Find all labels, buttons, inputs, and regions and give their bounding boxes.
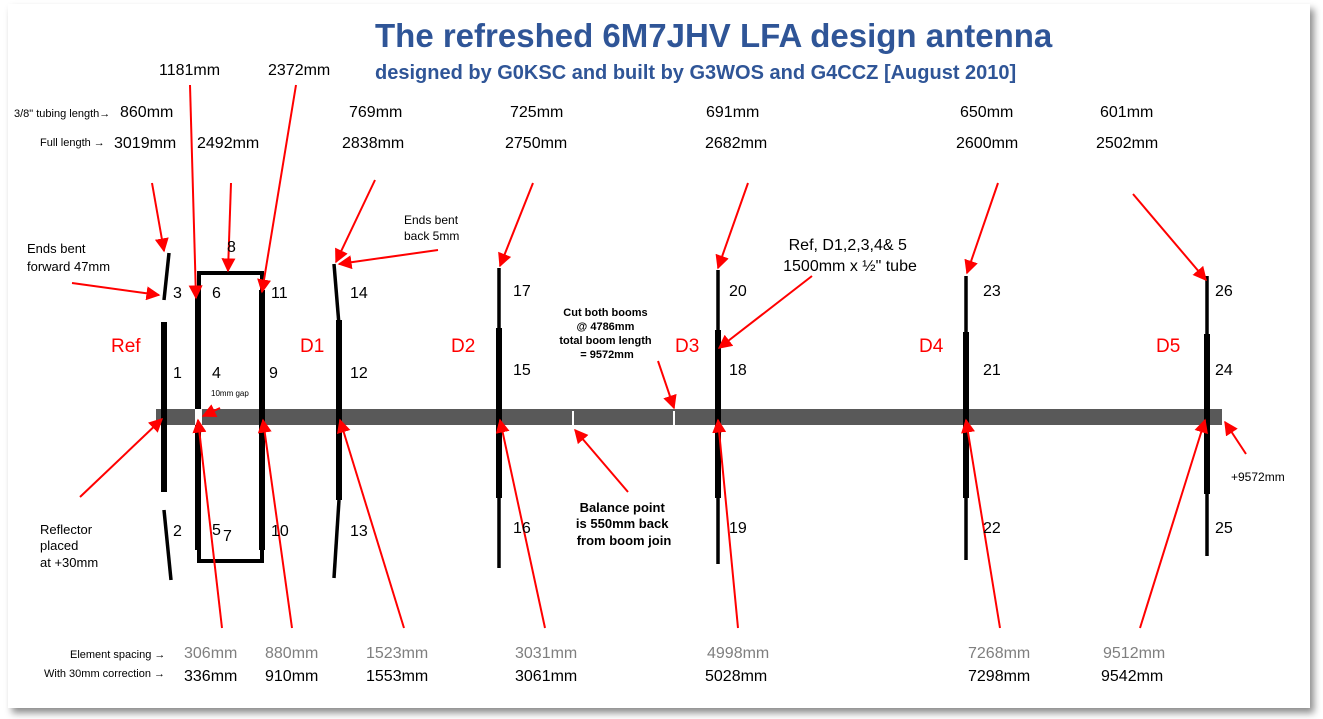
tube-note: Ref, D1,2,3,4& 5 1500mm x ½" tube bbox=[783, 237, 917, 275]
d3-full-length: 2682mm bbox=[705, 135, 767, 152]
d2-full-length: 2750mm bbox=[505, 135, 567, 152]
loop-left-corrected: 336mm bbox=[184, 668, 237, 685]
segment-number: 8 bbox=[227, 239, 236, 256]
diagram-sheet bbox=[8, 4, 1310, 708]
boom bbox=[156, 409, 1222, 425]
d3-tubing-length: 691mm bbox=[706, 104, 759, 121]
loop-left-label: 1181mm bbox=[159, 62, 220, 79]
segment-number: 17 bbox=[513, 283, 531, 300]
d5-spacing: 9512mm bbox=[1103, 645, 1165, 662]
d1-corrected: 1553mm bbox=[366, 668, 428, 685]
booms-note: Cut both booms @ 4786mm total boom lengt… bbox=[559, 307, 654, 361]
d1-label: D1 bbox=[300, 336, 324, 357]
d1-tubing-length: 769mm bbox=[349, 104, 402, 121]
d5-corrected: 9542mm bbox=[1101, 668, 1163, 685]
segment-number: 4 bbox=[212, 365, 221, 382]
segment-number: 14 bbox=[350, 285, 368, 302]
diagram-subtitle: designed by G0KSC and built by G3WOS and… bbox=[375, 62, 1016, 84]
d5-tubing-length: 601mm bbox=[1100, 104, 1153, 121]
d1-element bbox=[332, 263, 342, 579]
segment-number: 3 bbox=[173, 285, 182, 302]
ends-forward-note: Ends bent forward 47mm bbox=[27, 241, 110, 274]
corrected-row-label: With 30mm correction → bbox=[44, 668, 165, 680]
d5-full-length: 2502mm bbox=[1096, 135, 1158, 152]
feed-gap bbox=[195, 409, 202, 425]
loop-left-spacing: 306mm bbox=[184, 645, 237, 662]
d1-full-length: 2838mm bbox=[342, 135, 404, 152]
d3-spacing: 4998mm bbox=[707, 645, 769, 662]
segment-number: 13 bbox=[350, 523, 368, 540]
d1-spacing: 1523mm bbox=[366, 645, 428, 662]
segment-number: 24 bbox=[1215, 362, 1233, 379]
segment-number: 25 bbox=[1215, 520, 1233, 537]
d4-corrected: 7298mm bbox=[968, 668, 1030, 685]
ref-full-length: 3019mm bbox=[114, 135, 176, 152]
annotation-arrows bbox=[71, 84, 1247, 629]
spacing-row-label: Element spacing → bbox=[70, 649, 165, 661]
segment-number: 15 bbox=[513, 362, 531, 379]
segment-number: 6 bbox=[212, 285, 221, 302]
loop-right-spacing: 880mm bbox=[265, 645, 318, 662]
segment-number: 21 bbox=[983, 362, 1001, 379]
segment-number: 9 bbox=[269, 365, 278, 382]
d3-label: D3 bbox=[675, 336, 699, 357]
segment-number: 26 bbox=[1215, 283, 1233, 300]
gap-note: 10mm gap bbox=[211, 389, 249, 398]
tubing-row-label: 3/8" tubing length→ bbox=[14, 108, 110, 120]
d2-tubing-length: 725mm bbox=[510, 104, 563, 121]
diagram-title: The refreshed 6M7JHV LFA design antenna bbox=[375, 17, 1053, 54]
segment-number: 18 bbox=[729, 362, 747, 379]
d3-corrected: 5028mm bbox=[705, 668, 767, 685]
segment-number: 22 bbox=[983, 520, 1001, 537]
d5-label: D5 bbox=[1156, 336, 1180, 357]
segment-number: 7 bbox=[223, 528, 232, 545]
segment-number: 10 bbox=[271, 523, 289, 540]
ref-label: Ref bbox=[111, 336, 141, 357]
balance-note: Balance point is 550mm back from boom jo… bbox=[576, 500, 672, 548]
segment-number: 23 bbox=[983, 283, 1001, 300]
segment-number: 11 bbox=[271, 285, 288, 302]
ends-back-note: Ends bent back 5mm bbox=[404, 213, 461, 243]
reflector-element bbox=[161, 252, 173, 581]
boom-end-note: +9572mm bbox=[1231, 470, 1285, 484]
segment-number: 19 bbox=[729, 520, 747, 537]
d4-label: D4 bbox=[919, 336, 944, 357]
d4-tubing-length: 650mm bbox=[960, 104, 1013, 121]
segment-numbers: 3 1 2 6 4 5 8 7 11 9 10 14 12 13 17 15 1… bbox=[173, 239, 1233, 545]
d4-spacing: 7268mm bbox=[968, 645, 1030, 662]
d4-full-length: 2600mm bbox=[956, 135, 1018, 152]
segment-number: 16 bbox=[513, 520, 531, 537]
segment-number: 2 bbox=[173, 523, 182, 540]
loop-right-corrected: 910mm bbox=[265, 668, 318, 685]
loop-right-label: 2372mm bbox=[268, 62, 330, 79]
d2-spacing: 3031mm bbox=[515, 645, 577, 662]
reflector-note: Reflector placed at +30mm bbox=[40, 522, 98, 570]
segment-number: 5 bbox=[212, 522, 221, 539]
segment-number: 12 bbox=[350, 365, 368, 382]
full-length-row-label: Full length → bbox=[40, 137, 105, 149]
segment-number: 1 bbox=[173, 365, 182, 382]
ref-tubing-length: 860mm bbox=[120, 104, 173, 121]
d2-label: D2 bbox=[451, 336, 475, 357]
segment-number: 20 bbox=[729, 283, 747, 300]
loop-full-length: 2492mm bbox=[197, 135, 259, 152]
d2-corrected: 3061mm bbox=[515, 668, 577, 685]
